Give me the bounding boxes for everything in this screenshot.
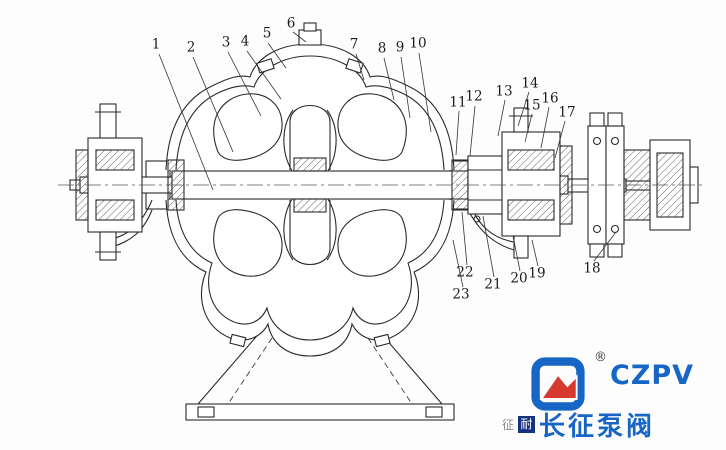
registered-trademark-symbol: ® bbox=[594, 350, 607, 365]
callout-label-10: 10 bbox=[409, 35, 427, 52]
callout-label-22: 22 bbox=[456, 264, 474, 281]
callout-label-1: 1 bbox=[151, 36, 161, 53]
callout-label-15: 15 bbox=[523, 97, 541, 114]
callout-label-9: 9 bbox=[395, 39, 405, 56]
callout-label-13: 13 bbox=[495, 83, 513, 100]
czpv-logo-mark-icon bbox=[531, 357, 585, 411]
callout-label-19: 19 bbox=[528, 265, 546, 282]
callout-label-14: 14 bbox=[521, 75, 539, 92]
impeller bbox=[283, 109, 337, 261]
callout-label-23: 23 bbox=[452, 286, 470, 303]
callout-label-6: 6 bbox=[286, 15, 296, 32]
callout-label-16: 16 bbox=[541, 90, 559, 107]
callout-label-18: 18 bbox=[583, 260, 601, 277]
callout-label-12: 12 bbox=[465, 88, 483, 105]
right-bearing-assembly bbox=[467, 107, 573, 259]
left-bearing-assembly bbox=[75, 103, 143, 261]
callout-label-8: 8 bbox=[377, 40, 387, 57]
logo-seal-char-2: 耐 bbox=[518, 416, 536, 433]
logo-seal-char-1: 征 bbox=[502, 418, 515, 432]
callout-label-17: 17 bbox=[558, 104, 576, 121]
callout-label-21: 21 bbox=[484, 276, 502, 293]
logo-company-name: 长征泵阀 bbox=[539, 412, 656, 442]
leader-lines bbox=[158, 31, 617, 288]
logo-brand-text: CZPV bbox=[610, 360, 695, 391]
callout-label-7: 7 bbox=[349, 36, 359, 53]
callout-label-11: 11 bbox=[449, 94, 467, 111]
callout-label-20: 20 bbox=[510, 270, 528, 287]
callout-label-3: 3 bbox=[221, 34, 231, 51]
callout-label-5: 5 bbox=[262, 25, 272, 42]
callout-label-2: 2 bbox=[186, 39, 196, 56]
callout-label-4: 4 bbox=[240, 33, 250, 50]
logo-company-row: 征 耐 长征泵阀 bbox=[502, 406, 655, 443]
czpv-logo: ® CZPV 征 耐 长征泵阀 bbox=[496, 350, 710, 444]
pump-pedestal bbox=[185, 329, 455, 421]
coupling bbox=[587, 112, 699, 258]
